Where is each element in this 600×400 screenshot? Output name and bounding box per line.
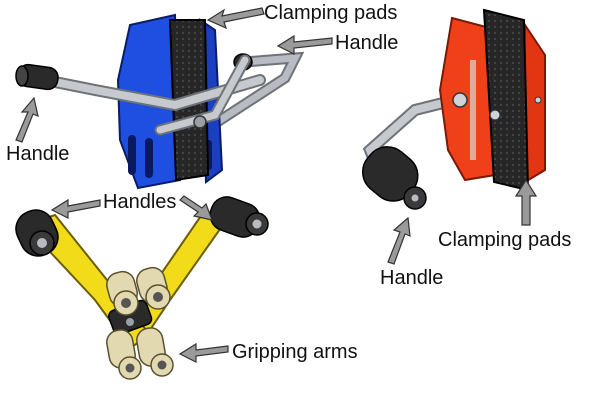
arrow-yellow-handles-right: [179, 195, 213, 221]
blue-panel-carrier: [15, 13, 305, 190]
arrow-yellow-handles-left: [50, 198, 101, 219]
label-gripping-arms: Gripping arms: [232, 341, 358, 363]
label-red-handle: Handle: [380, 267, 443, 289]
yellow-gripping-rollers-upper: [106, 266, 171, 316]
arrow-red-handle: [387, 216, 411, 265]
blue-handle-front: [15, 54, 266, 136]
label-yellow-handles: Handles: [103, 191, 176, 213]
arrow-gripping-arms: [178, 342, 229, 363]
arrow-blue-clamping-pads: [206, 7, 265, 30]
arrow-blue-handle-left: [15, 96, 39, 143]
yellow-handle-right: [209, 196, 269, 238]
arrow-red-clamping-pads: [514, 178, 538, 226]
red-panel-carrier: [362, 8, 546, 210]
yellow-panel-carrier: [15, 196, 269, 380]
label-blue-handle-right: Handle: [335, 32, 398, 54]
red-handle-grip: [362, 146, 427, 210]
yellow-gripping-rollers-lower: [106, 327, 174, 380]
arrow-blue-handle-right: [276, 34, 333, 55]
yellow-handle-left: [15, 209, 59, 257]
label-red-clamping-pads: Clamping pads: [438, 229, 571, 251]
label-blue-clamping-pads: Clamping pads: [264, 2, 397, 24]
callout-arrows: [15, 7, 538, 363]
label-blue-handle-left: Handle: [6, 143, 69, 165]
